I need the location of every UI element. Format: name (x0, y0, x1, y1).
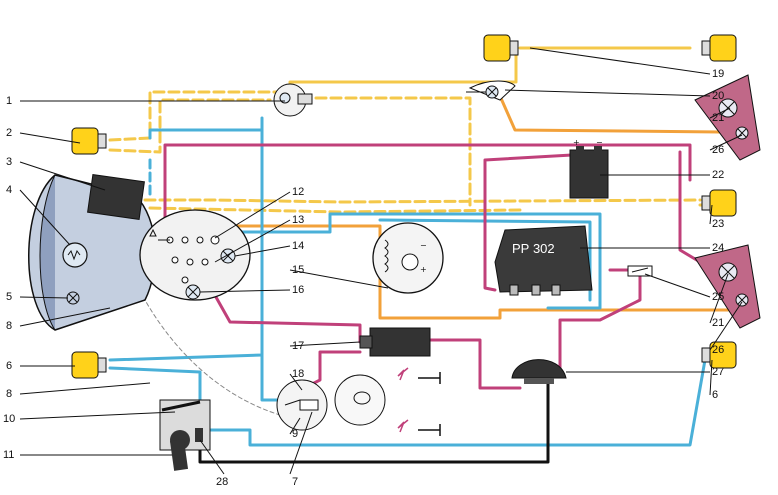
battery-plus: + (573, 138, 580, 147)
wire-magenta-right (678, 150, 702, 264)
wire-yellow-dashed-mid2 (148, 206, 522, 214)
svg-text:+: + (420, 265, 427, 274)
callout-4: 4 (6, 184, 12, 196)
wire-yellow-dashed-right (314, 96, 472, 207)
callout-1: 1 (6, 95, 12, 107)
wire-yellow-dashed-mid (143, 198, 702, 204)
callout-28: 28 (216, 476, 228, 488)
callout-17: 17 (292, 340, 304, 352)
callout-21-upper: 21 (712, 112, 724, 124)
indicator-lamp-16 (185, 284, 201, 300)
callout-20: 20 (712, 90, 724, 102)
callout-3: 3 (6, 156, 12, 168)
ignition-switch (159, 399, 211, 471)
leader-lines (19, 47, 743, 475)
wire-orange-mid (208, 224, 730, 320)
turn-lamp-left-rear (71, 351, 107, 379)
wire-magenta-top (163, 143, 692, 227)
svg-text:−: − (420, 241, 427, 250)
callout-2: 2 (6, 127, 12, 139)
top-socket-lamp (273, 83, 313, 117)
callout-8-upper: 8 (6, 320, 12, 332)
callout-23: 23 (712, 218, 724, 230)
callout-26-lower: 26 (712, 344, 724, 356)
wire-black-27 (198, 378, 550, 464)
wire-magenta-low (210, 288, 362, 344)
regulator-label: РР 302 (512, 241, 555, 256)
wire-magenta-27 (428, 338, 522, 390)
tail-light-lower (694, 244, 761, 329)
battery-minus: − (596, 138, 603, 147)
wire-yellow-dashed-top2 (108, 98, 272, 154)
battery: + − (569, 138, 609, 199)
callout-13: 13 (292, 214, 304, 226)
callout-24: 24 (712, 242, 724, 254)
callout-14: 14 (292, 240, 304, 252)
switch-plate (139, 209, 251, 301)
callout-18: 18 (292, 368, 304, 380)
callout-11: 11 (3, 449, 14, 461)
wire-blue-low (108, 358, 707, 447)
turn-lamp-top-left (483, 34, 519, 62)
callout-26-upper: 26 (712, 144, 724, 156)
turn-relay (87, 174, 145, 220)
callout-10: 10 (3, 413, 15, 425)
lamp-20 (466, 80, 516, 101)
ignition-coil (359, 327, 431, 357)
wire-blue-top (148, 128, 264, 140)
breaker (276, 379, 328, 431)
callout-25: 25 (712, 291, 724, 303)
indicator-lamp-14 (220, 248, 236, 264)
magneto-circle (334, 374, 386, 426)
wire-magenta-bat (483, 153, 574, 292)
callout-22: 22 (712, 169, 724, 181)
callout-19: 19 (712, 68, 724, 80)
voltage-regulator: РР 302 (494, 225, 593, 296)
callout-12: 12 (292, 186, 304, 198)
callout-labels: 1 2 3 4 5 6 8 8 10 11 28 12 13 14 15 16 … (3, 68, 724, 488)
turn-lamp-right-mid (701, 189, 737, 217)
callout-15: 15 (292, 264, 304, 276)
tail-light-upper (694, 74, 761, 161)
spark-plug-upper (397, 367, 441, 384)
callout-9: 9 (292, 428, 298, 440)
callout-6-left: 6 (6, 360, 12, 372)
callout-16: 16 (292, 284, 304, 296)
callout-6-right: 6 (712, 389, 718, 401)
generator: + − (372, 222, 444, 294)
brake-switch (627, 265, 653, 277)
callout-27: 27 (712, 366, 724, 378)
callout-21-lower: 21 (712, 317, 724, 329)
callout-5: 5 (6, 291, 12, 303)
spark-plug-lower (397, 419, 441, 436)
callout-8-lower: 8 (6, 388, 12, 400)
horn (511, 359, 567, 384)
turn-lamp-left-front (71, 127, 107, 155)
turn-lamp-top-right (701, 34, 737, 62)
turn-lamp-right-low (701, 341, 737, 369)
wire-blue-gen (198, 212, 602, 310)
callout-7: 7 (292, 476, 298, 488)
